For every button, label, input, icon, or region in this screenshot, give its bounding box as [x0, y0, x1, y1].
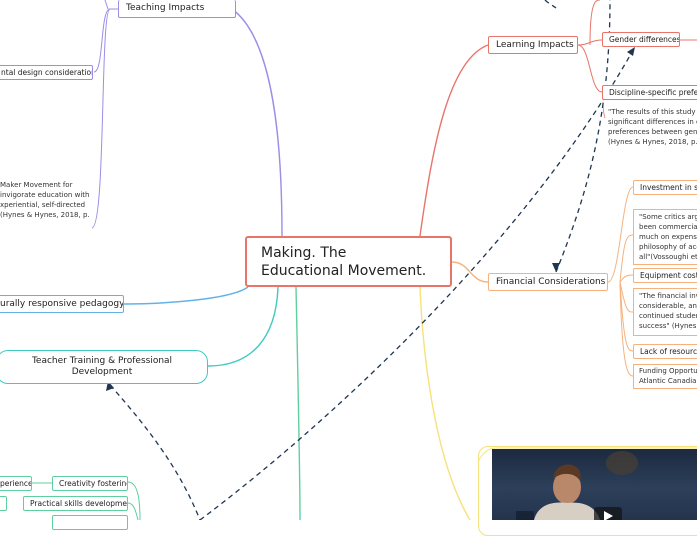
- investment-node[interactable]: Investment in spa: [633, 180, 697, 195]
- learning-quote-line: "The results of this study in: [608, 108, 697, 118]
- financial-quote-box[interactable]: "The financial inv considerable, and con…: [633, 288, 697, 336]
- teaching-quote-line: (Hynes & Hynes, 2018, p.: [0, 211, 90, 221]
- critics-quote-line: "Some critics arg: [639, 213, 697, 223]
- learning-quote-line: significant differences in e: [608, 118, 697, 128]
- learning-quote-line: preferences between gend: [608, 128, 697, 138]
- small-node-left[interactable]: [0, 496, 7, 511]
- teaching-quote-line: invigorate education with: [0, 191, 89, 201]
- funding-line: Atlantic Canadian: [639, 377, 697, 387]
- funding-node[interactable]: Funding Opportun Atlantic Canadian: [633, 364, 697, 389]
- teacher-training-line1: Teacher Training & Professional: [0, 356, 207, 367]
- critics-quote-line: been commerciali: [639, 223, 697, 233]
- teaching-quote-line: Maker Movement for: [0, 181, 72, 191]
- teaching-quote-line: xperiential, self-directed: [0, 201, 85, 211]
- funding-line: Funding Opportun: [639, 367, 697, 377]
- equipment-costs-node[interactable]: Equipment costs: [633, 268, 697, 283]
- creativity-fostering-node[interactable]: Creativity fostering: [52, 476, 128, 491]
- small-node-bottom[interactable]: [52, 515, 128, 530]
- teacher-training-node[interactable]: Teacher Training & Professional Developm…: [0, 350, 208, 384]
- financial-considerations-node[interactable]: Financial Considerations: [488, 273, 608, 291]
- critics-quote-box[interactable]: "Some critics arg been commerciali much …: [633, 209, 697, 265]
- gender-differences-node[interactable]: Gender differences: [602, 32, 680, 47]
- critics-quote-line: much on expensiv: [639, 233, 697, 243]
- learning-impacts-node[interactable]: Learning Impacts: [488, 36, 578, 54]
- teaching-impacts-node[interactable]: Teaching Impacts: [118, 0, 236, 18]
- central-title-line2: Educational Movement.: [261, 262, 436, 280]
- culturally-responsive-node[interactable]: urally responsive pedagogy: [0, 295, 124, 313]
- financial-quote-line: "The financial inv: [639, 292, 697, 302]
- financial-quote-line: considerable, and: [639, 302, 697, 312]
- central-topic[interactable]: Making. The Educational Movement.: [245, 236, 452, 287]
- teacher-training-line2: Development: [0, 367, 207, 378]
- experience-node[interactable]: perience: [0, 476, 32, 491]
- lack-of-resources-node[interactable]: Lack of resources: [633, 344, 697, 359]
- learning-quote-line: (Hynes & Hynes, 2018, p. 8: [608, 138, 697, 148]
- play-icon[interactable]: [594, 507, 622, 520]
- critics-quote-line: all"(Vossoughi et: [639, 253, 697, 263]
- financial-quote-line: continued student: [639, 312, 697, 322]
- practical-skills-node[interactable]: Practical skills development: [23, 496, 128, 511]
- discipline-preferences-node[interactable]: Discipline-specific prefere: [602, 85, 697, 100]
- financial-quote-line: success" (Hynes &: [639, 322, 697, 332]
- video-thumbnail[interactable]: [492, 449, 697, 520]
- design-considerations-node[interactable]: ntal design considerations: [0, 65, 93, 80]
- critics-quote-line: philosophy of acc: [639, 243, 697, 253]
- central-title-line1: Making. The: [261, 244, 436, 262]
